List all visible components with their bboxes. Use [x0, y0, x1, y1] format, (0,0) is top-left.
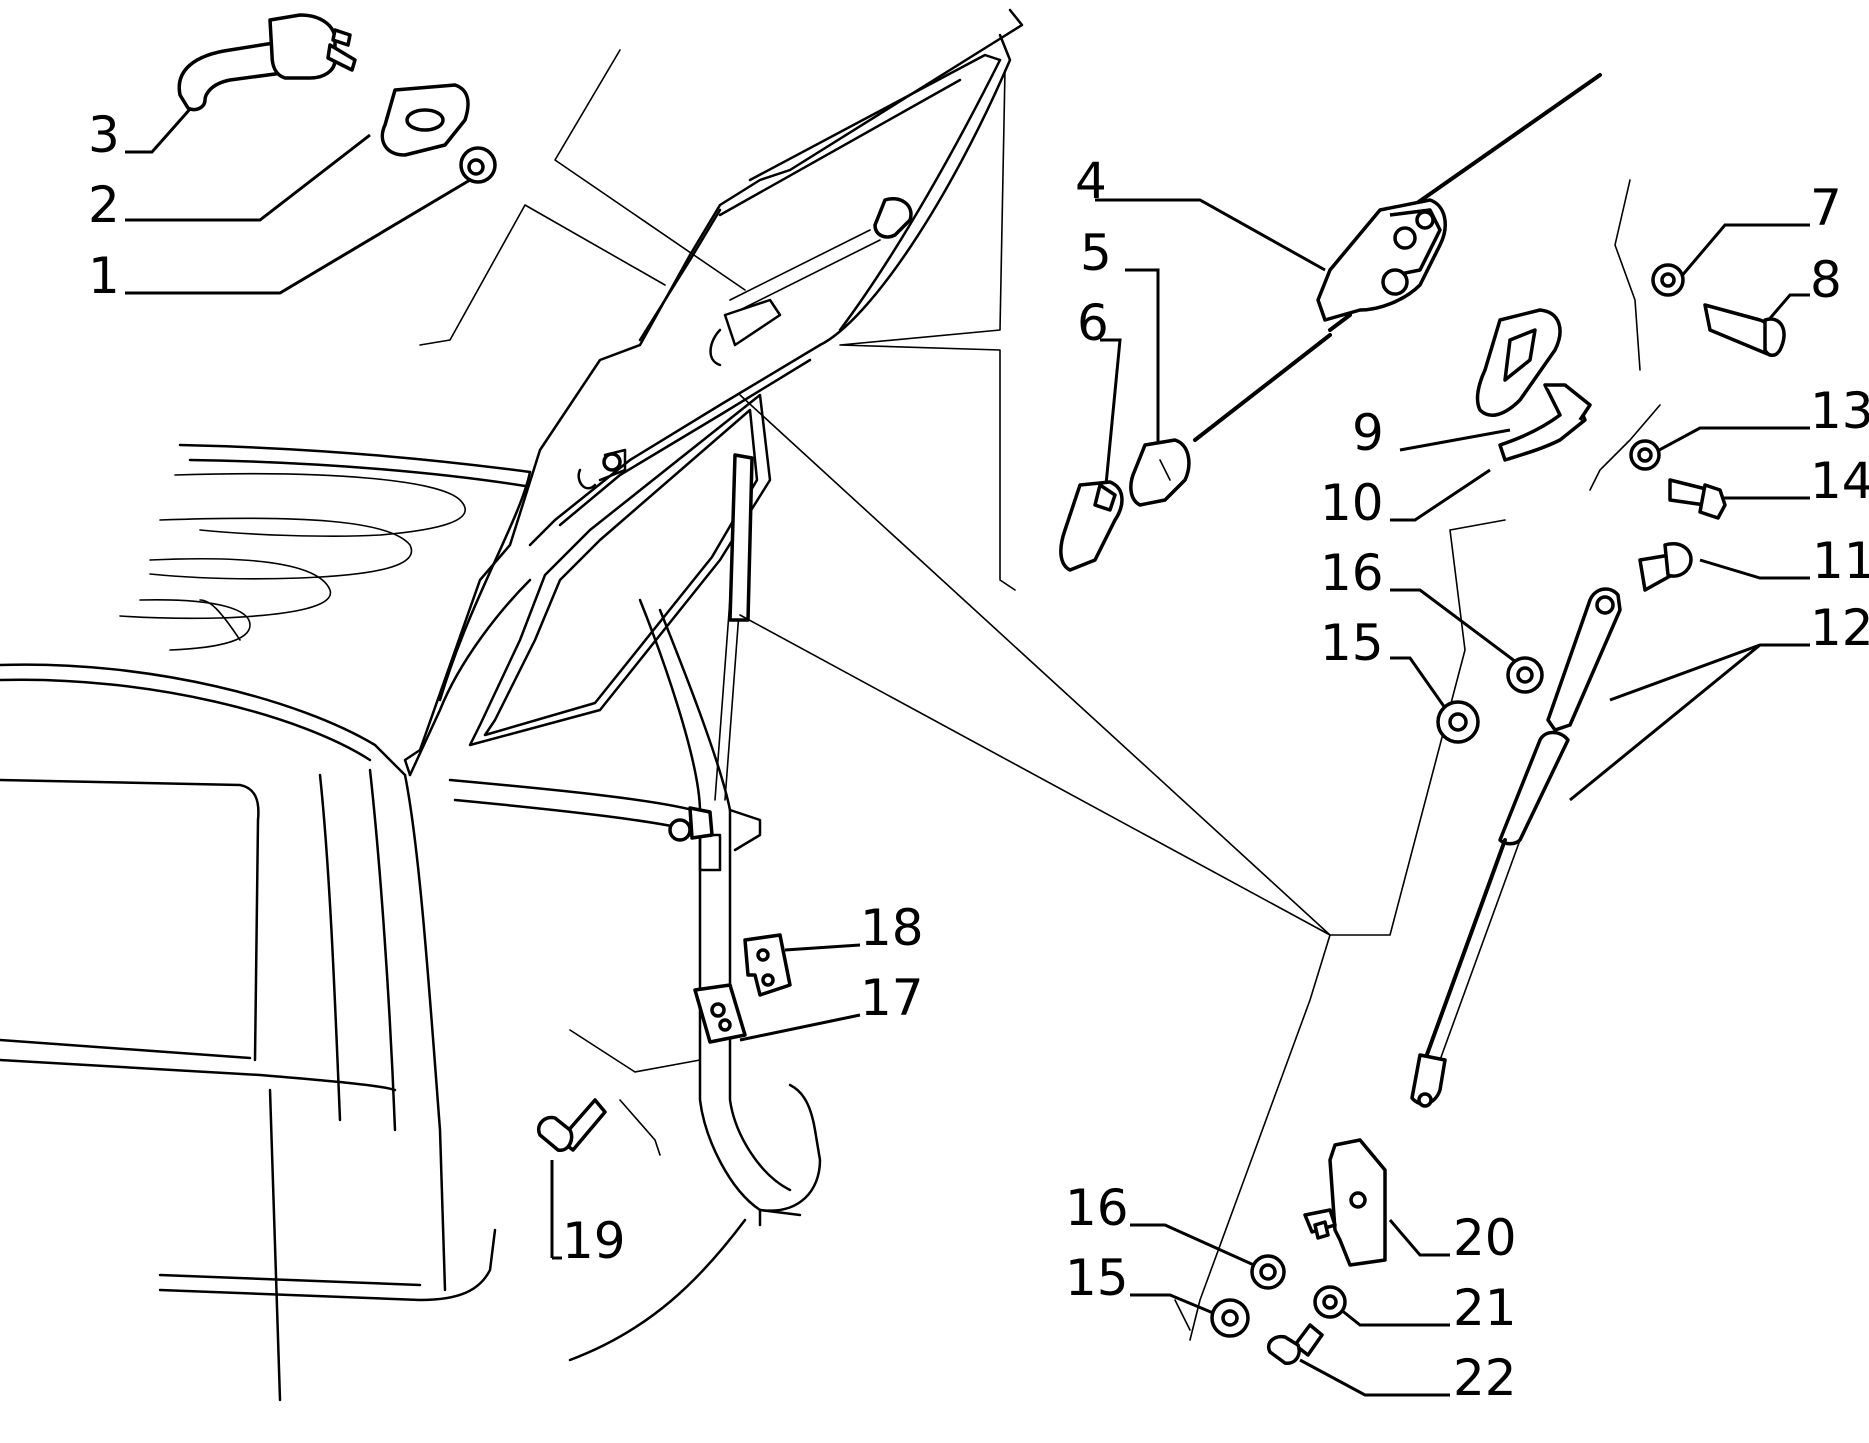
callout-5: 5: [1080, 224, 1112, 282]
part-washer-1: [459, 146, 497, 184]
callout-15-lower: 15: [1065, 1249, 1129, 1307]
callout-17: 17: [860, 969, 924, 1027]
part-bolt-19: [537, 1098, 607, 1152]
part-lock-rod-assembly: [1193, 73, 1602, 442]
part-outside-handle: [177, 13, 357, 112]
part-bracket-18: [743, 933, 792, 997]
callout-22: 22: [1453, 1349, 1517, 1407]
tailgate: [403, 8, 1024, 842]
callout-4: 4: [1075, 152, 1107, 210]
part-washer-16-lower: [1250, 1254, 1286, 1290]
part-bolt-22: [1267, 1323, 1324, 1365]
callout-7: 7: [1810, 179, 1842, 237]
callout-12: 12: [1810, 599, 1869, 657]
callout-9: 9: [1352, 404, 1384, 462]
part-washer-13: [1629, 439, 1661, 471]
part-washer-7: [1651, 263, 1685, 297]
callout-15-upper: 15: [1320, 614, 1384, 672]
part-ball-stud-11: [1638, 542, 1693, 592]
callout-13: 13: [1810, 382, 1869, 440]
part-washer-16-upper: [1506, 656, 1544, 694]
part-bracket-17: [693, 983, 747, 1044]
part-handle-10: [1498, 383, 1592, 462]
callout-labels: 1 2 3 4 5 6 7 8 9 10 11 12 13 14 15 16 1…: [88, 106, 1869, 1407]
part-clip-5: [1129, 438, 1191, 507]
callout-6: 6: [1077, 294, 1109, 352]
part-screw-8: [1703, 303, 1786, 357]
part-gasket: [380, 83, 470, 157]
callout-20: 20: [1453, 1209, 1517, 1267]
callout-16-lower: 16: [1065, 1179, 1129, 1237]
part-gasket-9: [1475, 308, 1562, 417]
callout-19: 19: [562, 1212, 626, 1270]
part-bolt-14: [1668, 478, 1727, 520]
callout-18: 18: [860, 899, 924, 957]
part-bracket-20: [1303, 1138, 1387, 1267]
part-clip-6: [1059, 480, 1124, 572]
part-nut-15-lower: [1210, 1298, 1250, 1338]
part-gas-strut-12: [1410, 587, 1622, 1108]
callout-2: 2: [88, 176, 120, 234]
callout-1: 1: [88, 247, 120, 305]
callout-14: 14: [1810, 452, 1869, 510]
callout-21: 21: [1453, 1279, 1517, 1337]
vehicle-body-outline: [0, 443, 822, 1402]
callout-10: 10: [1320, 474, 1384, 532]
part-washer-21: [1313, 1285, 1347, 1319]
callout-16-upper: 16: [1320, 544, 1384, 602]
callout-3: 3: [88, 106, 120, 164]
part-nut-15-upper: [1436, 700, 1480, 744]
callout-8: 8: [1810, 251, 1842, 309]
callout-11: 11: [1812, 532, 1869, 590]
